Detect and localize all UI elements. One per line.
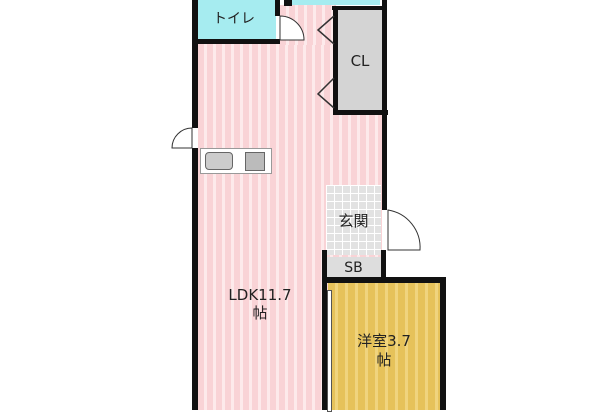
- western-room: [328, 282, 440, 410]
- wall: [322, 250, 327, 410]
- wall: [381, 250, 386, 282]
- closet: [338, 10, 382, 110]
- shoe-box-label: SB: [344, 260, 363, 276]
- door-swing-icon[interactable]: [170, 126, 194, 150]
- closet-label: CL: [350, 52, 370, 70]
- shoe-box: [326, 257, 381, 277]
- wall: [322, 277, 446, 283]
- wall: [332, 6, 382, 10]
- wall: [275, 0, 280, 16]
- door-swing-icon[interactable]: [386, 208, 422, 252]
- western-unit-label: 帖: [376, 351, 392, 369]
- wall: [192, 148, 198, 410]
- ldk-unit-label: 帖: [252, 304, 268, 322]
- western-room-label: 洋室3.7: [357, 332, 411, 350]
- wall: [382, 0, 387, 210]
- wall: [440, 277, 446, 410]
- wall: [192, 0, 198, 128]
- door-swing-icon[interactable]: [278, 14, 306, 42]
- top-strip: [292, 0, 380, 5]
- toilet-label: トイレ: [213, 11, 255, 27]
- wall: [192, 39, 280, 44]
- ldk-label: LDK11.7: [228, 286, 292, 304]
- wall: [333, 6, 338, 112]
- closet-door-icon[interactable]: [314, 14, 336, 110]
- kitchen-counter: [200, 148, 272, 174]
- wall: [284, 0, 292, 6]
- entrance: [326, 185, 381, 255]
- sliding-door[interactable]: [327, 290, 332, 412]
- sink-icon: [205, 152, 233, 170]
- wall: [333, 110, 388, 115]
- entrance-label: 玄関: [338, 212, 369, 230]
- stove-icon: [245, 152, 265, 171]
- toilet-room: [196, 0, 276, 40]
